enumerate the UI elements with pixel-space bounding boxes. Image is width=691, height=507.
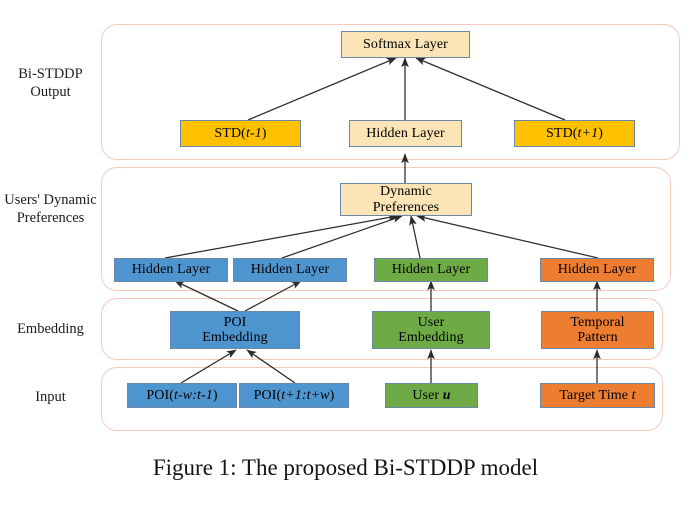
row-label-output: Bi-STDDP Output	[18, 66, 83, 100]
node-std-next[interactable]: STD(t+1)	[514, 120, 635, 147]
section-preferences	[101, 167, 671, 291]
section-input	[101, 367, 663, 431]
row-label-input: Input	[35, 389, 66, 405]
node-softmax-layer[interactable]: Softmax Layer	[341, 31, 470, 58]
node-hidden-layer-poi-future[interactable]: Hidden Layer	[233, 258, 347, 282]
node-dynamic-preferences[interactable]: Dynamic Preferences	[340, 183, 472, 216]
node-target-time-input[interactable]: Target Time t	[540, 383, 655, 408]
node-user-input[interactable]: User u	[385, 383, 478, 408]
node-user-embedding[interactable]: User Embedding	[372, 311, 490, 349]
node-hidden-layer-user[interactable]: Hidden Layer	[374, 258, 488, 282]
node-temporal-pattern[interactable]: Temporal Pattern	[541, 311, 654, 349]
node-poi-embedding[interactable]: POI Embedding	[170, 311, 300, 349]
row-label-embedding: Embedding	[17, 321, 84, 337]
node-poi-future-label: POI(t+1:t+w)	[253, 387, 335, 403]
section-embedding	[101, 298, 663, 360]
section-output	[101, 24, 680, 160]
node-poi-past-input[interactable]: POI(t-w:t-1)	[127, 383, 237, 408]
node-poi-future-input[interactable]: POI(t+1:t+w)	[239, 383, 349, 408]
node-user-input-label: User u	[412, 387, 451, 403]
node-std-previous-label: STD(t-1)	[214, 125, 267, 141]
node-std-next-label: STD(t+1)	[546, 125, 603, 141]
node-poi-past-label: POI(t-w:t-1)	[146, 387, 218, 403]
figure-caption: Figure 1: The proposed Bi-STDDP model	[152, 455, 539, 480]
row-label-preferences: Users' Dynamic Preferences	[4, 192, 97, 226]
node-std-previous[interactable]: STD(t-1)	[180, 120, 301, 147]
node-hidden-layer-output[interactable]: Hidden Layer	[349, 120, 462, 147]
node-target-time-label: Target Time t	[559, 387, 636, 403]
node-hidden-layer-temporal[interactable]: Hidden Layer	[540, 258, 654, 282]
node-hidden-layer-poi-past[interactable]: Hidden Layer	[114, 258, 228, 282]
